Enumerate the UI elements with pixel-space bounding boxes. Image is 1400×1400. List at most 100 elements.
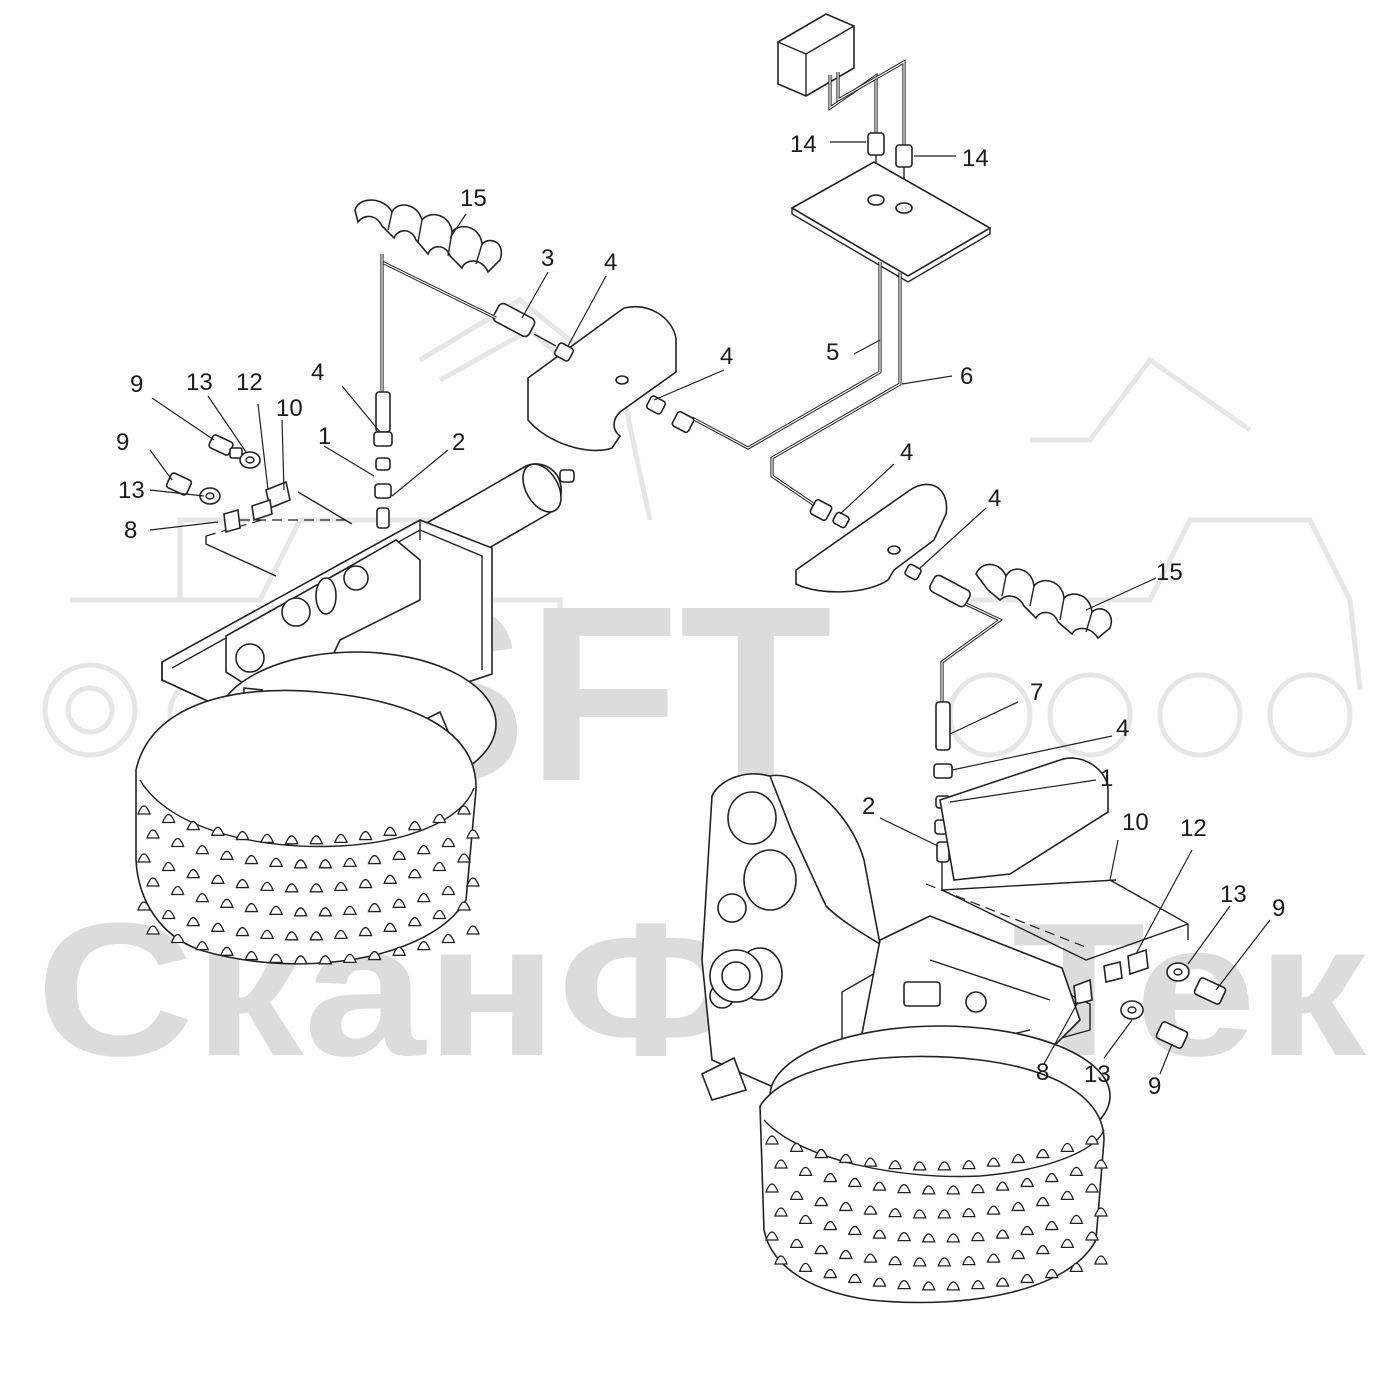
roller-stud [814, 1244, 829, 1255]
clip-8-right [1073, 978, 1093, 1005]
roller-studs-right [765, 1135, 1108, 1291]
callout-7: 7 [1030, 679, 1043, 706]
callout-14-left: 14 [790, 131, 817, 158]
roller-stud [466, 829, 480, 839]
callout-12-right: 12 [1180, 815, 1207, 842]
roller-stud [774, 1159, 788, 1169]
roller-stud [798, 1166, 813, 1177]
roller-stud [823, 1172, 838, 1183]
roller-stud [383, 922, 398, 932]
fitting-4-lower [809, 498, 922, 581]
roller-stud [814, 1148, 829, 1159]
callout-10-left: 10 [276, 395, 303, 422]
callout-2-right: 2 [862, 793, 875, 820]
rotator-block-left [225, 539, 421, 701]
roller-stud [765, 1183, 779, 1193]
callout-2-left: 2 [452, 429, 465, 456]
callout-3: 3 [541, 245, 554, 272]
roller-stud [358, 926, 373, 937]
roller-stud [1085, 1183, 1099, 1193]
roller-stud [912, 1161, 927, 1171]
mounting-plate [790, 161, 992, 283]
roller-stud [170, 837, 185, 848]
roller-stud [367, 902, 382, 913]
roller-stud [219, 898, 234, 908]
roller-stud [146, 925, 160, 935]
roller-stud [432, 813, 447, 824]
roller-stud [1035, 1196, 1050, 1207]
roller-stud [392, 946, 407, 956]
roller-stud [897, 1183, 912, 1194]
roller-stud [847, 1177, 862, 1188]
hose-3-line [380, 254, 497, 392]
bolt-9-c [1193, 977, 1227, 1005]
roller-stud [195, 893, 210, 903]
roller-stud [358, 830, 373, 841]
hose-5 [691, 262, 882, 450]
roller-stud [416, 893, 431, 903]
roller-stud [293, 955, 308, 965]
roller-stud [416, 845, 431, 855]
roller-stud [814, 1196, 829, 1207]
roller-stud [946, 1185, 961, 1195]
roller-stud [872, 1277, 887, 1287]
callout-13-left-a: 13 [186, 369, 213, 396]
fitting-7-line [929, 574, 1004, 704]
bolt-9-b [165, 472, 193, 496]
hose-6 [770, 272, 902, 512]
cylinder-right [939, 757, 1109, 881]
roller-stud [995, 1181, 1010, 1191]
roller-stud [309, 931, 324, 941]
callout-4-lower-a: 4 [900, 439, 913, 466]
roller-stud [367, 854, 382, 865]
bolt-9-d [1155, 1021, 1189, 1049]
roller-stud [186, 917, 201, 927]
roller-stud [986, 1205, 1001, 1215]
roller-stud [823, 1268, 838, 1279]
roller-stud [1044, 1172, 1059, 1183]
callout-8-left: 8 [124, 517, 137, 544]
roller-stud [1069, 1214, 1084, 1225]
roller-stud [1060, 1142, 1075, 1153]
roller-stud [195, 941, 210, 951]
callout-1-right: 1 [1100, 765, 1113, 792]
callout-10-right: 10 [1122, 809, 1149, 836]
roller-stud [333, 929, 348, 940]
roller-stud [392, 898, 407, 908]
roller-stud [937, 1209, 952, 1219]
fitting-4-upper [553, 342, 695, 434]
roller-stud [897, 1231, 912, 1242]
roller-stud [284, 835, 299, 845]
roller-stud [1020, 1273, 1035, 1284]
callout-4-lower-b: 4 [988, 485, 1001, 512]
spiral-guard-left [354, 199, 503, 274]
leader-lines [149, 141, 1271, 1075]
link-arm-right [701, 773, 897, 1113]
roller-stud [407, 917, 422, 927]
clip-12-right [1103, 948, 1149, 983]
roller-stud [1085, 1231, 1099, 1241]
roller-stud [235, 878, 250, 889]
roller-stud [358, 878, 373, 889]
roller-stud [986, 1253, 1001, 1263]
box-cables [828, 59, 906, 146]
roller-stud [269, 905, 284, 916]
callout-labels: 15 3 4 4 9 13 12 4 10 1 2 9 13 8 14 14 5… [116, 131, 1285, 1100]
roller-stud [284, 931, 299, 941]
roller-stud [847, 1225, 862, 1236]
roller-stud [1011, 1201, 1026, 1212]
callout-13-left-b: 13 [118, 477, 145, 504]
roller-stud [244, 950, 259, 961]
roller-stud [318, 907, 333, 917]
roller-stud [1044, 1268, 1059, 1279]
roller-stud [466, 877, 480, 887]
callout-4-upper-a: 4 [604, 249, 617, 276]
roller-stud [161, 813, 176, 824]
callout-9-right-b: 9 [1148, 1073, 1161, 1100]
roller-stud [1035, 1244, 1050, 1255]
roller-stud [407, 869, 422, 879]
roller-stud [863, 1205, 878, 1215]
roller-stud [1094, 1255, 1108, 1265]
roller-stud [210, 826, 225, 836]
